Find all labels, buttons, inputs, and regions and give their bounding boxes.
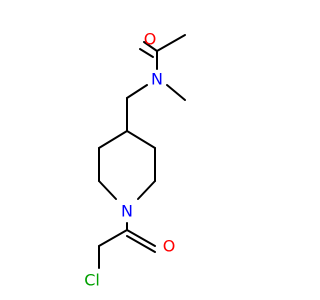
bond-carbonyl-to-oxygen-1	[126, 229, 156, 247]
bond-amide-n-ch2	[126, 84, 148, 99]
bond-methyl-carbonyl	[156, 34, 186, 52]
bond-carbonyl-oxygen-1	[143, 41, 158, 52]
molecule-diagram: O N N O Cl	[84, 29, 186, 290]
nitrogen-label-amide: N	[151, 70, 163, 89]
chlorine-label: Cl	[84, 271, 100, 290]
bond-group	[98, 34, 186, 269]
bond-ring-6	[98, 130, 128, 149]
nitrogen-label-piperidine: N	[121, 202, 133, 221]
bond-amide-n-methyl	[166, 84, 186, 101]
bond-ring-1	[126, 130, 156, 149]
bond-carbonyl-to-ch2	[98, 229, 128, 247]
structure-canvas: O N N O Cl	[84, 29, 186, 290]
bond-carbonyl-oxygen-2	[139, 48, 154, 58]
bond-ring-3	[137, 180, 156, 200]
bond-carbonyl-to-oxygen-2	[126, 235, 156, 253]
oxygen-label-top: O	[144, 30, 157, 49]
oxygen-label-bottom: O	[163, 237, 176, 256]
bond-ring-4	[98, 180, 117, 200]
